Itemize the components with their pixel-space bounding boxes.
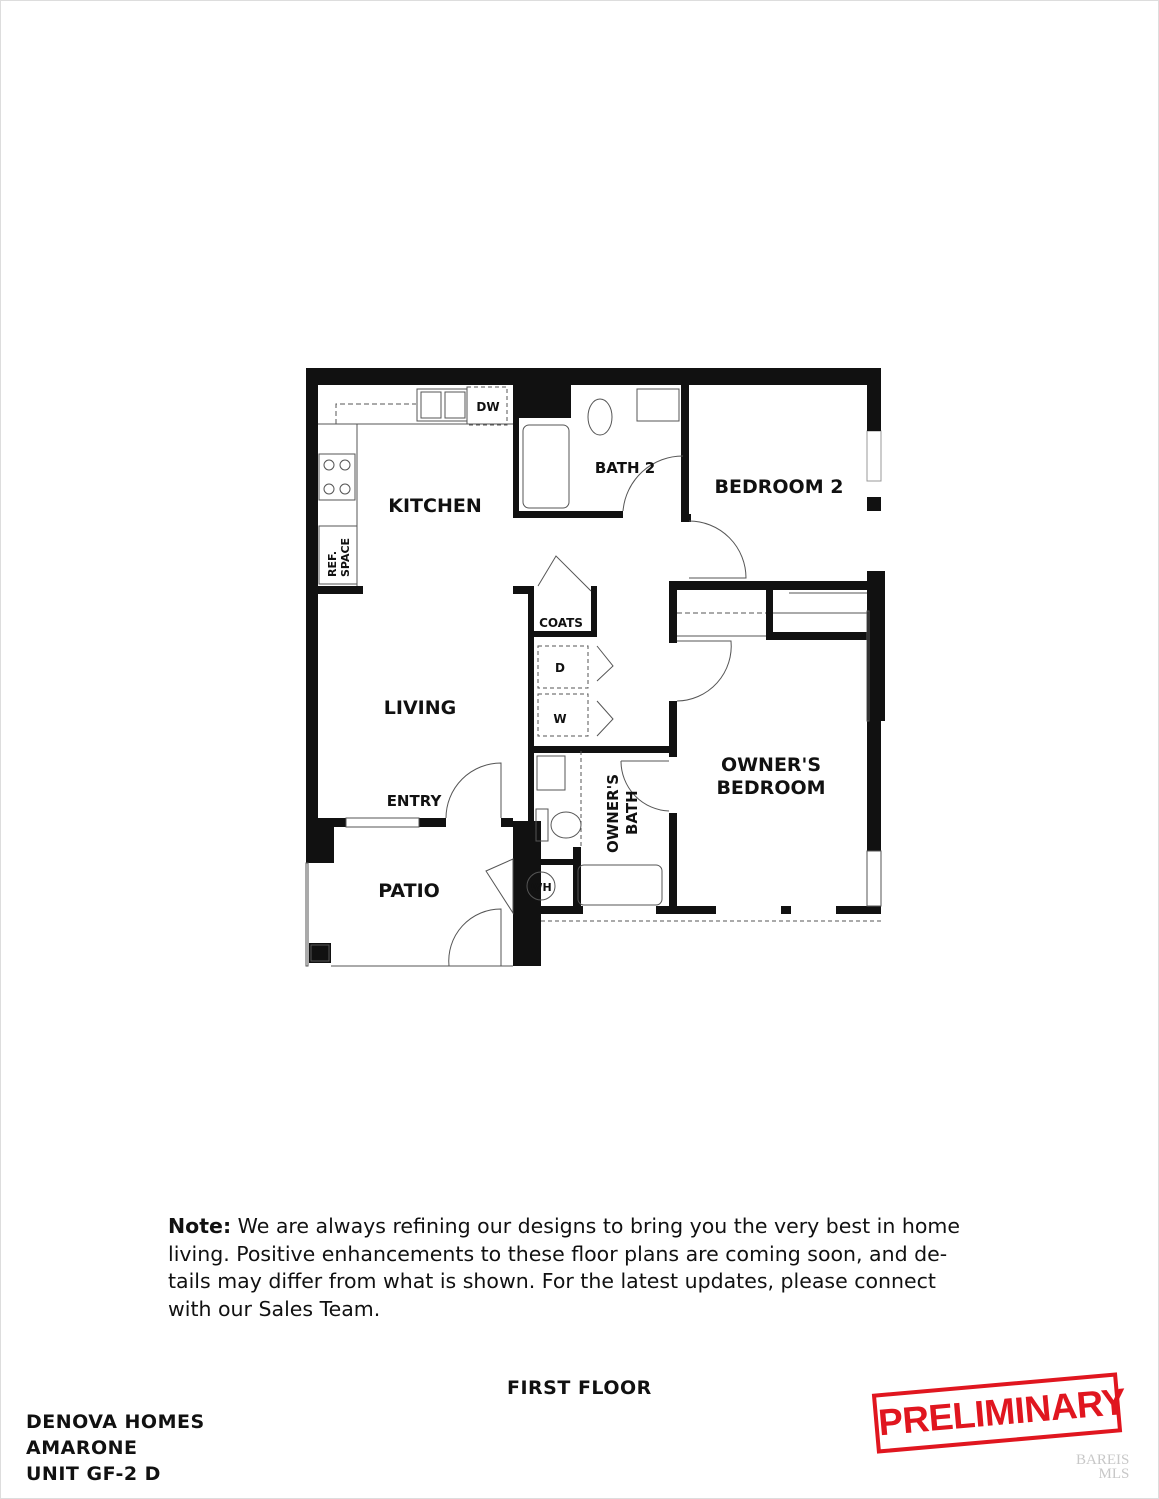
coats-closet-label: COATS: [539, 616, 583, 630]
floor-label: FIRST FLOOR: [507, 1377, 652, 1399]
builder-info: DENOVA HOMES AMARONE UNIT GF-2 D: [26, 1409, 205, 1487]
water-heater-label: WH: [530, 881, 551, 894]
owners-bath-label-1: OWNER'S: [604, 774, 622, 853]
watermark-line-2: MLS: [1098, 1466, 1130, 1482]
ref-space-label-2: SPACE: [339, 538, 352, 577]
washer-label: W: [553, 712, 566, 726]
note-line-4: with our Sales Team.: [168, 1296, 381, 1321]
owners-bath-label-2: BATH: [623, 790, 641, 835]
note-label: Note:: [168, 1214, 232, 1238]
builder-unit: UNIT GF-2 D: [26, 1463, 161, 1485]
note-line-3: tails may differ from what is shown. For…: [168, 1269, 936, 1293]
dryer-label: D: [555, 661, 565, 675]
living-label: LIVING: [384, 697, 456, 719]
watermark-line-1: BAREIS: [1076, 1452, 1130, 1468]
bedroom-2-label: BEDROOM 2: [715, 476, 844, 498]
patio-label: PATIO: [378, 880, 440, 902]
bath-2-label: BATH 2: [595, 459, 655, 477]
note-line-2: living. Positive enhancements to these f…: [168, 1241, 948, 1266]
bareis-mls-watermark: BAREIS MLS: [1076, 1452, 1130, 1482]
disclaimer-note: Note: We are always refining our designs…: [168, 1213, 1048, 1323]
kitchen-label: KITCHEN: [388, 495, 481, 517]
ref-space-label-1: REF.: [326, 551, 339, 577]
owners-bedroom-label-1: OWNER'S: [721, 754, 821, 776]
walls: [306, 368, 885, 966]
dishwasher-label: DW: [476, 400, 499, 414]
owners-bedroom-label-2: BEDROOM: [716, 777, 825, 799]
fixtures: [305, 386, 882, 967]
builder-community: AMARONE: [26, 1437, 138, 1459]
entry-label: ENTRY: [387, 792, 443, 810]
builder-company: DENOVA HOMES: [26, 1411, 205, 1433]
room-labels: KITCHEN DW REF. SPACE BATH 2 BEDROOM 2 C…: [326, 400, 843, 902]
note-line-1: We are always refining our designs to br…: [231, 1214, 960, 1238]
